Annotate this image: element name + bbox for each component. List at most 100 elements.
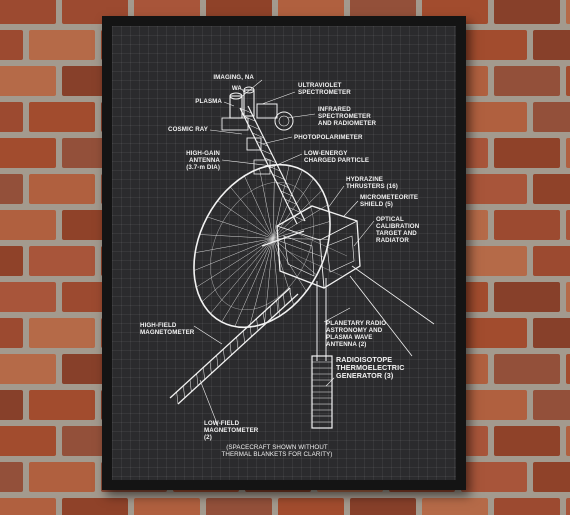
truss-member	[284, 198, 297, 205]
dish-rib	[249, 238, 274, 328]
high-gain-antenna-dish	[193, 163, 331, 329]
brick	[29, 174, 95, 204]
magnetometer-boom	[169, 287, 299, 405]
label-infrared-spectrometer: INFRARED SPECTROMETER AND RADIOMETER	[318, 106, 377, 127]
science-boom	[239, 105, 306, 225]
truss-member	[176, 391, 179, 405]
label-plasma: PLASMA	[195, 98, 222, 105]
brick	[0, 498, 56, 515]
truss-member	[248, 124, 261, 131]
truss-member	[236, 336, 239, 350]
label-planetary-radio-astronomy: PLANETARY RADIO ASTRONOMY AND PLASMA WAV…	[326, 320, 387, 348]
brick	[29, 390, 95, 420]
truss-member	[203, 367, 205, 380]
truss-member	[183, 385, 185, 398]
brick	[461, 102, 527, 132]
dish-rib	[272, 238, 325, 258]
dish-rib	[272, 221, 331, 239]
truss-member	[209, 361, 212, 374]
dish-rib	[221, 238, 274, 323]
truss-member	[260, 149, 273, 155]
truss-member	[276, 300, 279, 313]
brick	[566, 210, 570, 240]
brick	[494, 0, 560, 24]
dish-rib	[272, 178, 314, 239]
dish-rib	[272, 204, 328, 239]
label-high-field-magnetometer: HIGH-FIELD MAGNETOMETER	[140, 322, 195, 336]
brick	[494, 354, 560, 384]
truss-member	[216, 355, 219, 368]
poster-frame: IMAGING, NA WA PLASMA COSMIC RAY HIGH-GA…	[102, 16, 466, 490]
truss-member	[249, 324, 252, 337]
brick	[566, 138, 570, 168]
truss-member	[243, 116, 257, 122]
brick	[0, 318, 23, 348]
brick	[494, 210, 560, 240]
truss-member	[292, 215, 306, 222]
scan-platform	[221, 86, 294, 175]
brick	[278, 498, 344, 515]
brick	[494, 498, 560, 515]
label-micrometeorite-shield: MICROMETEORITE SHIELD (5)	[360, 194, 419, 208]
label-high-gain-antenna: HIGH-GAIN ANTENNA (3.7-m DIA)	[186, 150, 220, 171]
brick	[461, 462, 527, 492]
truss-member	[289, 287, 292, 301]
brick	[461, 318, 527, 348]
truss-member	[272, 174, 285, 180]
truss-member	[280, 190, 293, 197]
label-low-field-magnetometer: LOW-FIELD MAGNETOMETER (2)	[204, 420, 259, 441]
truss-member	[269, 306, 272, 319]
dish-rib	[272, 238, 317, 276]
spacecraft-bus	[276, 205, 361, 289]
brick	[0, 210, 56, 240]
truss-member	[223, 349, 225, 362]
brick	[494, 426, 560, 456]
brick	[0, 426, 56, 456]
brick	[0, 246, 23, 276]
brick	[0, 138, 56, 168]
label-radioisotope-thermoelectric-generator: RADIOISOTOPE THERMOELECTRIC GENERATOR (3…	[336, 355, 405, 380]
dish-rib	[210, 238, 274, 314]
brick	[29, 246, 95, 276]
brick	[461, 246, 527, 276]
dish-rib	[195, 238, 274, 253]
truss-member	[252, 132, 265, 139]
dish-rib	[207, 216, 274, 239]
brick	[0, 30, 23, 60]
truss-member	[196, 373, 199, 386]
brick	[566, 426, 570, 456]
brick	[494, 282, 560, 312]
label-cosmic-ray: COSMIC RAY	[168, 126, 208, 133]
dish-rib	[199, 234, 274, 239]
brick	[0, 354, 56, 384]
truss-member	[283, 294, 285, 307]
brick	[533, 246, 570, 276]
dish-rib	[272, 238, 280, 317]
dish-rib	[259, 168, 274, 239]
truss-member	[229, 342, 232, 356]
brick	[461, 174, 527, 204]
brick	[566, 282, 570, 312]
rtg-boom	[311, 278, 333, 429]
brick	[0, 174, 23, 204]
brick	[566, 498, 570, 515]
brick	[29, 318, 95, 348]
brick	[533, 174, 570, 204]
truss-member	[264, 157, 277, 164]
truss-member	[189, 379, 192, 392]
truss-member	[263, 312, 265, 325]
label-optical-calibration: OPTICAL CALIBRATION TARGET AND RADIATOR	[376, 216, 420, 244]
label-photopolarimeter: PHOTOPOLARIMETER	[294, 134, 363, 141]
dish-rib	[234, 238, 274, 327]
truss-member	[256, 318, 259, 331]
truss-member	[288, 207, 302, 213]
brick	[29, 102, 95, 132]
brick	[62, 498, 128, 515]
brick	[0, 282, 56, 312]
truss-member	[268, 165, 281, 172]
brick	[0, 462, 23, 492]
truss-member	[276, 182, 289, 189]
dish-rib	[272, 165, 290, 239]
truss-member	[243, 330, 245, 343]
label-wa: WA	[231, 85, 242, 92]
